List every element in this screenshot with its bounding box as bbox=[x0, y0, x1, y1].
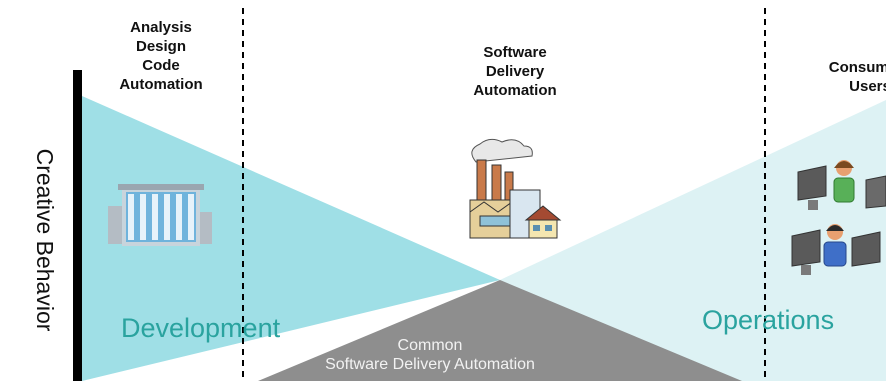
column-header-line: Software bbox=[483, 44, 547, 61]
common-label: Common Software Delivery Automation bbox=[300, 336, 560, 374]
column-header-consumers: Consumers Users bbox=[770, 58, 886, 96]
column-header-line: Automation bbox=[473, 82, 557, 99]
factory-icon bbox=[469, 138, 562, 239]
column-header-line: Consumers bbox=[828, 59, 886, 76]
column-header-line: Design bbox=[135, 38, 186, 55]
axis-bar bbox=[73, 70, 82, 381]
development-label: Development bbox=[121, 313, 281, 343]
column-header-line: Users bbox=[849, 78, 886, 95]
operations-label: Operations bbox=[702, 305, 835, 335]
column-header-line: Automation bbox=[119, 76, 203, 93]
common-label-line: Software Delivery Automation bbox=[325, 356, 535, 373]
development-region bbox=[82, 96, 500, 381]
column-header-line: Analysis bbox=[130, 19, 192, 36]
common-label-line: Common bbox=[397, 337, 463, 354]
office-building-icon bbox=[108, 184, 212, 246]
column-header-analysis: Analysis Design Code Automation bbox=[96, 18, 226, 94]
column-header-line: Code bbox=[142, 57, 180, 74]
users-at-computers-icon bbox=[791, 160, 886, 275]
common-region bbox=[258, 280, 742, 381]
column-header-software-delivery: Software Delivery Automation bbox=[445, 43, 585, 100]
y-axis-label-text: Creative Behavior bbox=[32, 148, 58, 332]
operations-region bbox=[500, 100, 886, 381]
column-header-line: Delivery bbox=[485, 63, 545, 80]
